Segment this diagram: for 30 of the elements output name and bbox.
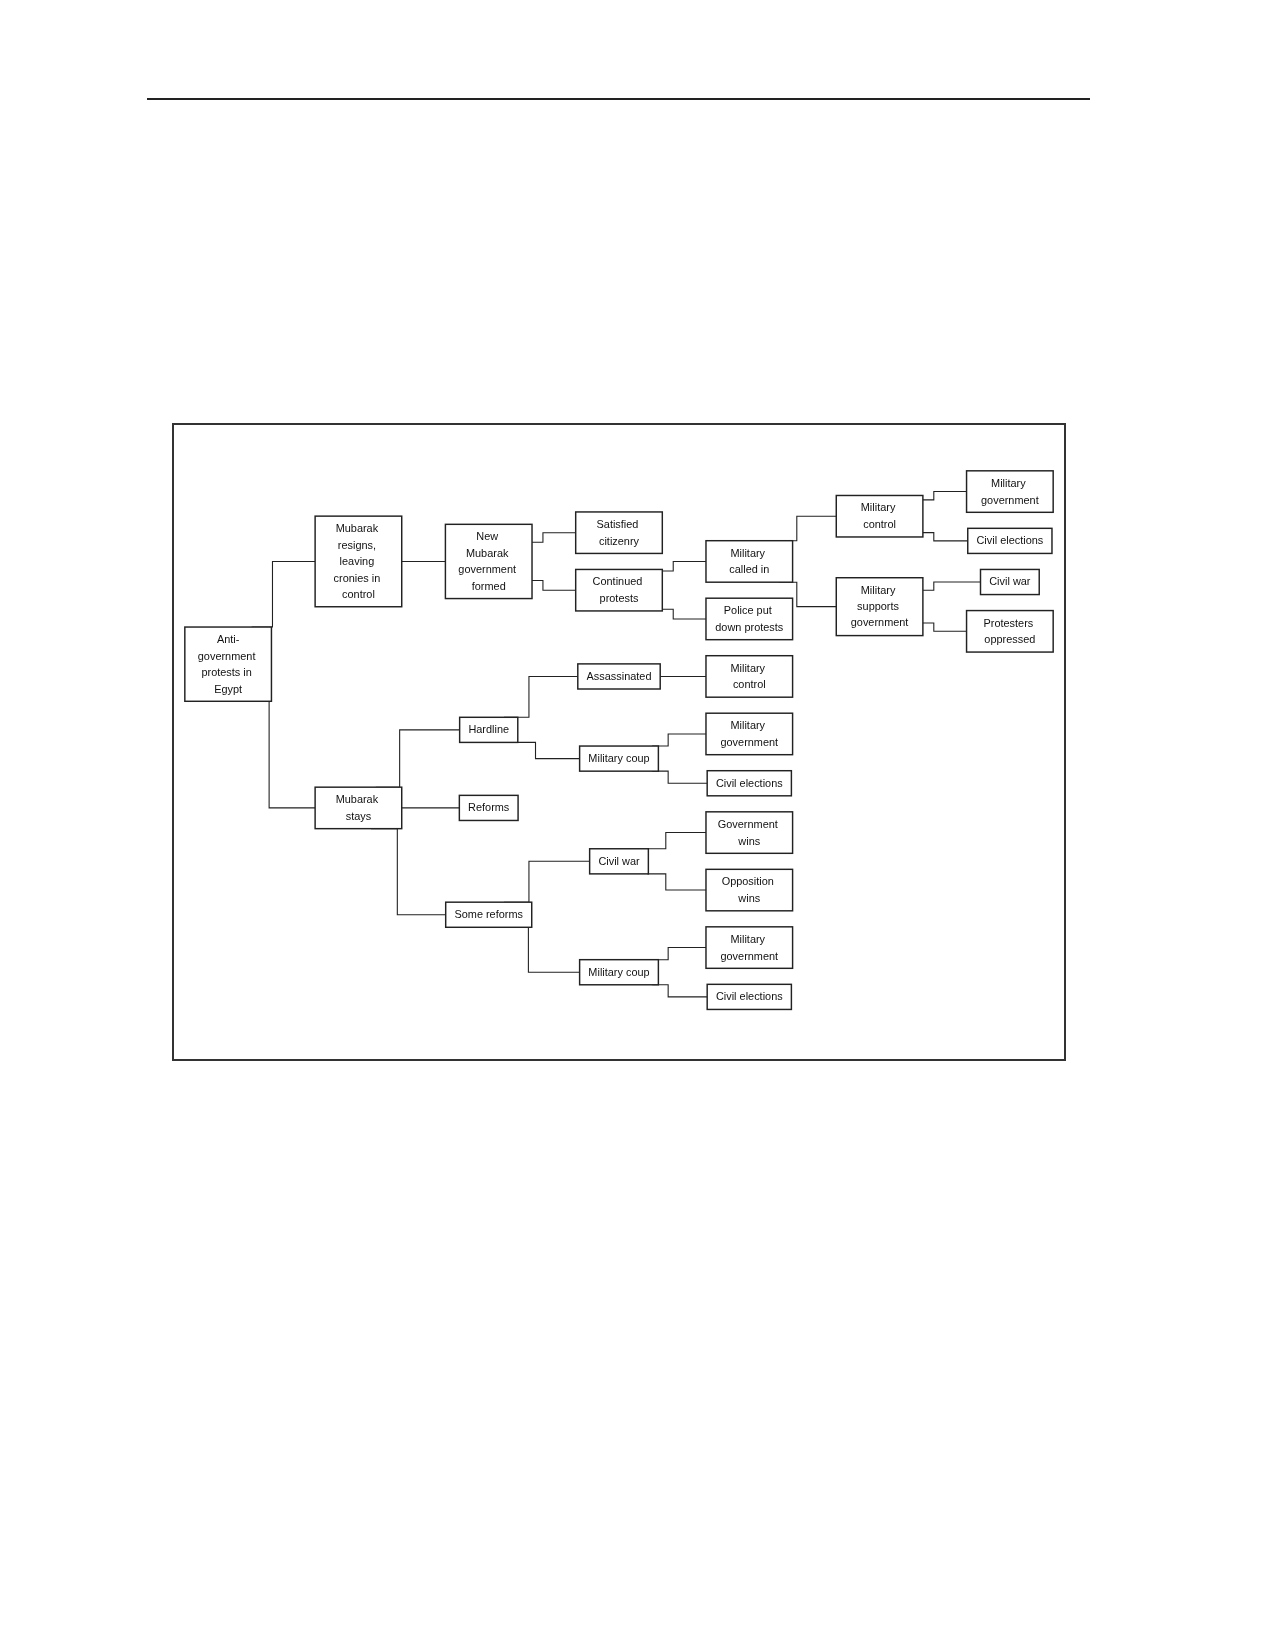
node-box: Anti-government protests in Egypt: [184, 626, 273, 702]
node-box: Civil elections: [967, 527, 1053, 554]
node-box: Civil war: [588, 847, 650, 875]
connector: [401, 807, 460, 809]
node-box: Opposition wins: [705, 868, 794, 912]
node-box: Military control: [835, 494, 924, 538]
node-box: New Mubarak government formed: [444, 523, 533, 600]
node-box: Military government: [705, 712, 794, 756]
node-box: Civil war: [979, 568, 1040, 596]
node-box: Reforms: [458, 794, 519, 822]
node-box: Hardline: [458, 716, 519, 743]
node-box: Military government: [965, 469, 1054, 513]
node-box: Military called in: [705, 539, 794, 583]
node-box: Military control: [705, 654, 794, 698]
node-box: Continued protests: [574, 568, 664, 612]
node-box: Police put down protests: [705, 597, 794, 641]
node-box: Some reforms: [444, 901, 533, 928]
node-box: Civil elections: [706, 769, 793, 797]
node-box: Military coup: [578, 958, 660, 986]
node-box: Assassinated: [577, 663, 661, 690]
node-box: Military supports government: [835, 576, 924, 637]
node-box: Military coup: [578, 745, 660, 772]
node-box: Satisfied citizenry: [574, 511, 664, 554]
node-box: Mubarak stays: [314, 786, 403, 830]
node-box: Civil elections: [706, 983, 793, 1011]
node-box: Mubarak resigns, leaving cronies in control: [314, 515, 403, 608]
connector: [401, 560, 446, 562]
node-box: Government wins: [705, 810, 794, 854]
node-box: Protesters oppressed: [965, 609, 1054, 653]
node-box: Military government: [705, 925, 794, 969]
